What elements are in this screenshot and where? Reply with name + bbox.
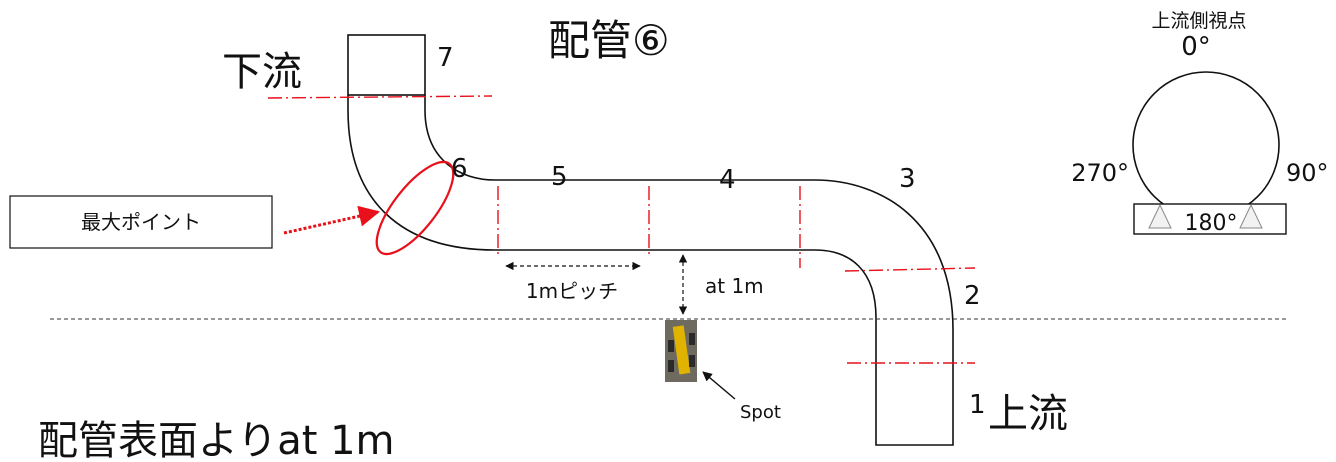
segment-numbers: 1 2 3 4 5 6 7 bbox=[437, 43, 986, 420]
spot-arrow bbox=[702, 371, 736, 400]
upstream-label: 上流 bbox=[988, 391, 1068, 437]
pipe-cross-section bbox=[1132, 71, 1280, 219]
view-angle-bottom: 180° bbox=[1185, 211, 1238, 236]
section-lines bbox=[267, 95, 976, 364]
max-point-label: 最大ポイント bbox=[81, 210, 201, 234]
pipe-body bbox=[347, 95, 954, 446]
upstream-view: 上流側視点 0° 180° 270° 90° bbox=[1071, 10, 1328, 236]
segment-number-6: 6 bbox=[451, 154, 468, 184]
spot-robot-image bbox=[665, 320, 697, 382]
section-line-7 bbox=[267, 95, 493, 99]
segment-number-1: 1 bbox=[969, 390, 986, 420]
distance-label: at 1m bbox=[705, 274, 764, 298]
bottom-caption: 配管表面よりat 1m bbox=[38, 418, 395, 462]
segment-number-7: 7 bbox=[437, 43, 454, 73]
pipe-outline bbox=[347, 34, 954, 446]
max-point-ellipse bbox=[375, 160, 455, 256]
section-line-2 bbox=[844, 267, 976, 272]
max-point-arrow bbox=[283, 205, 381, 235]
diagram-title: 配管⑥ bbox=[548, 16, 670, 65]
view-angle-right: 90° bbox=[1286, 159, 1329, 187]
view-title: 上流側視点 bbox=[1151, 10, 1246, 32]
segment-number-4: 4 bbox=[719, 165, 736, 195]
view-angle-top: 0° bbox=[1181, 32, 1211, 62]
spot-label: Spot bbox=[740, 402, 781, 423]
segment-number-5: 5 bbox=[551, 162, 568, 192]
view-angle-left: 270° bbox=[1071, 159, 1129, 187]
pipe-segment-7-box bbox=[347, 34, 426, 96]
pitch-label: 1mピッチ bbox=[526, 279, 618, 303]
segment-number-2: 2 bbox=[964, 281, 981, 311]
segment-number-3: 3 bbox=[899, 164, 916, 194]
downstream-label: 下流 bbox=[222, 49, 302, 95]
max-point-box bbox=[9, 195, 273, 249]
